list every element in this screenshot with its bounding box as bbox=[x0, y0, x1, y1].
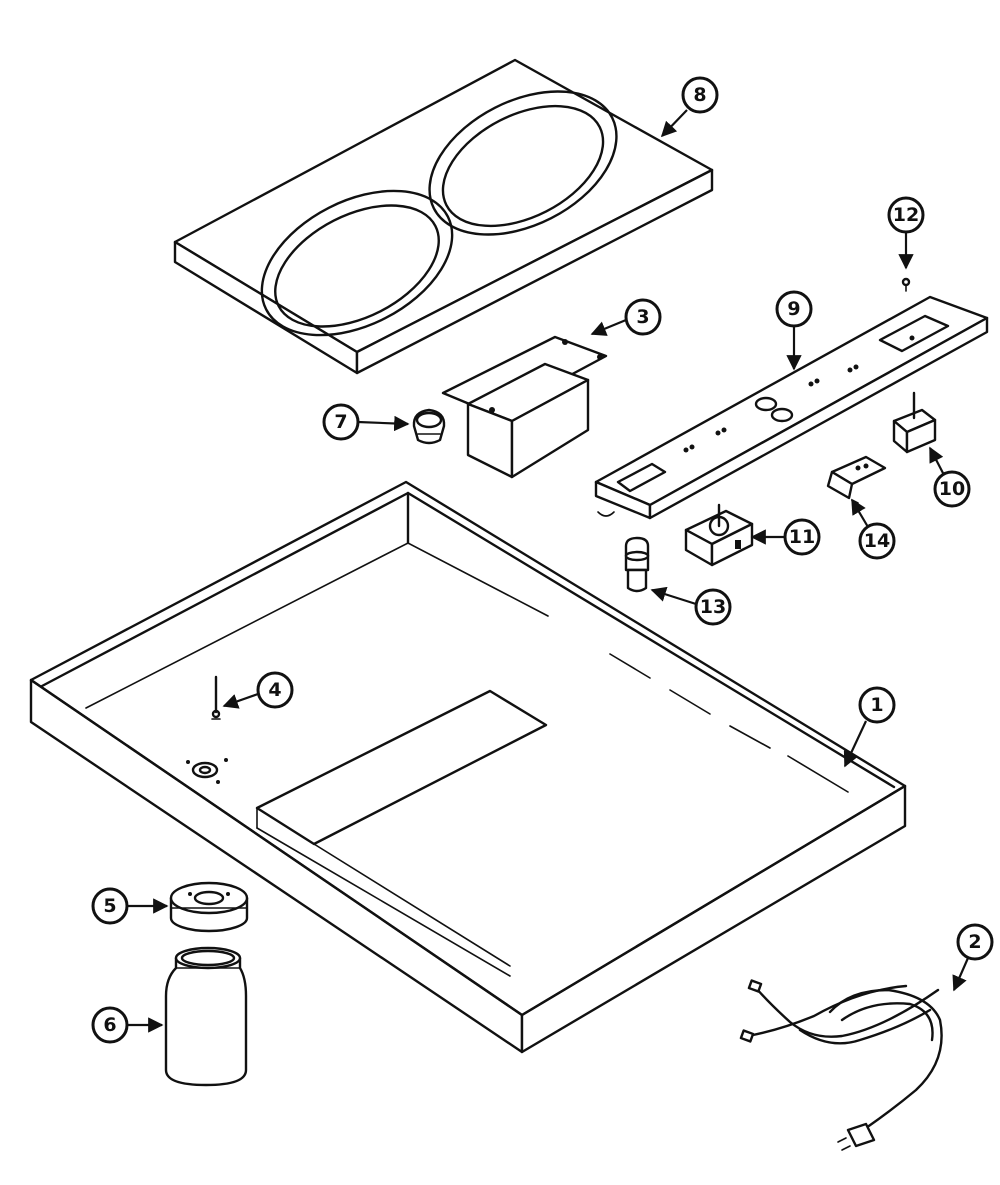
part-4-screw bbox=[211, 675, 221, 720]
callout-2-label: 2 bbox=[968, 931, 981, 953]
part-10-switch bbox=[892, 391, 937, 454]
callout-6: 6 bbox=[91, 1006, 164, 1044]
part-13-indicator-light bbox=[624, 536, 650, 593]
part-8-cooktop-top bbox=[173, 58, 714, 375]
part-12-screw bbox=[901, 277, 911, 292]
part-7-knob bbox=[412, 408, 446, 445]
part-5-trim-ring bbox=[169, 881, 249, 933]
callout-14-label: 14 bbox=[864, 530, 890, 552]
callout-10-label: 10 bbox=[939, 478, 965, 500]
part-3-junction-box bbox=[441, 335, 608, 479]
callout-10: 10 bbox=[929, 446, 971, 508]
part-2-power-cord bbox=[739, 979, 943, 1151]
callout-12-label: 12 bbox=[893, 204, 919, 226]
callout-9-label: 9 bbox=[787, 298, 800, 320]
callout-5: 5 bbox=[91, 887, 169, 925]
part-11-infinite-switch bbox=[684, 503, 754, 567]
callout-6-label: 6 bbox=[103, 1014, 116, 1036]
callout-1-label: 1 bbox=[870, 694, 883, 716]
callout-4-label: 4 bbox=[268, 679, 281, 701]
callout-1: 1 bbox=[843, 686, 896, 768]
callout-11-label: 11 bbox=[789, 526, 815, 548]
callout-2: 2 bbox=[952, 923, 994, 992]
callout-11: 11 bbox=[750, 518, 821, 556]
callout-3: 3 bbox=[590, 298, 662, 336]
part-9-control-panel bbox=[594, 295, 989, 520]
callout-7-label: 7 bbox=[334, 411, 347, 433]
callout-3-label: 3 bbox=[636, 306, 649, 328]
callout-8: 8 bbox=[660, 76, 719, 138]
callout-4: 4 bbox=[222, 671, 294, 709]
callout-5-label: 5 bbox=[103, 895, 116, 917]
callout-14: 14 bbox=[851, 498, 896, 560]
part-14-bracket bbox=[826, 455, 887, 504]
callout-7: 7 bbox=[322, 403, 410, 441]
callout-13: 13 bbox=[650, 586, 732, 626]
callout-12: 12 bbox=[887, 196, 925, 270]
part-6-jar bbox=[164, 946, 248, 1087]
part-1-base-pan bbox=[29, 480, 907, 1054]
callout-9: 9 bbox=[775, 290, 813, 371]
callout-13-label: 13 bbox=[700, 596, 726, 618]
callout-8-label: 8 bbox=[693, 84, 706, 106]
